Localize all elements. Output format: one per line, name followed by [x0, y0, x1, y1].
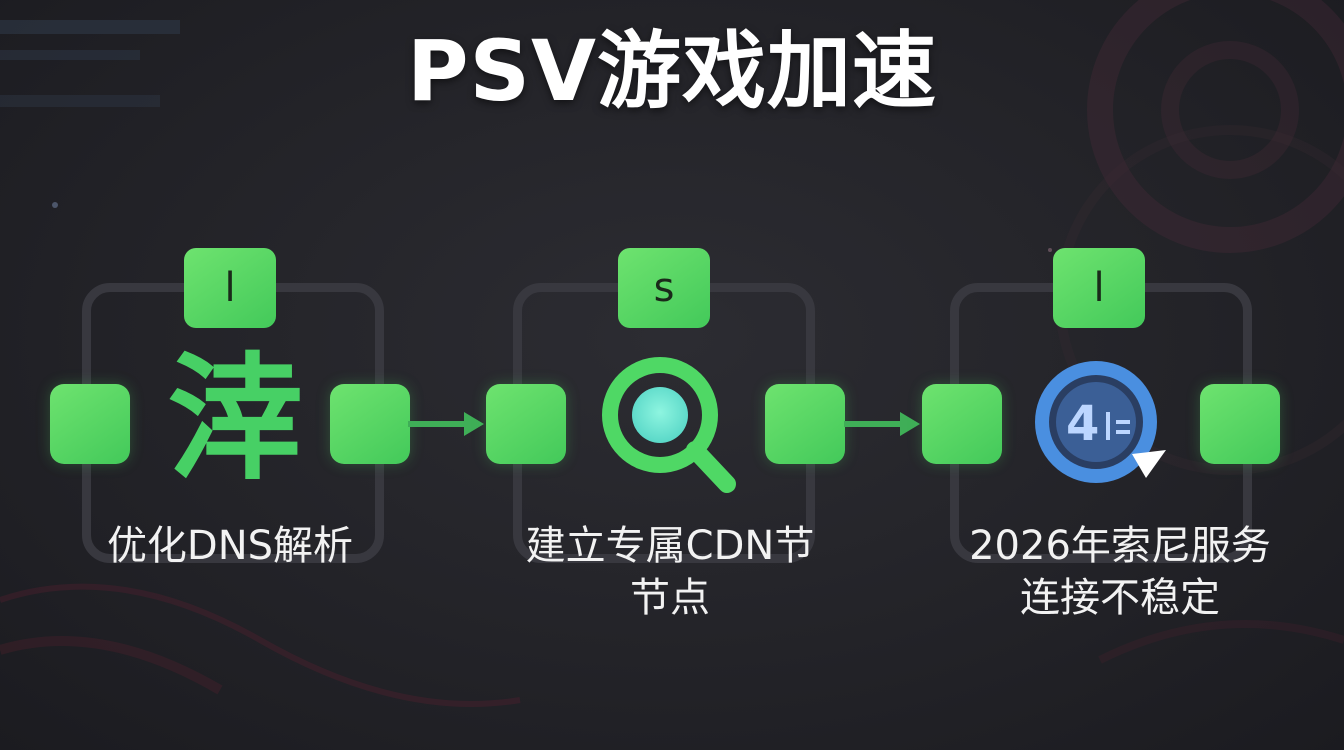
step-3-right-node: [1200, 384, 1280, 464]
step-3-left-node: [922, 384, 1002, 464]
step-1-badge: l: [184, 248, 276, 328]
step-1-label: 优化DNS解析: [60, 520, 400, 572]
step-2-left-node: [486, 384, 566, 464]
step-3-label: 2026年索尼服务 连接不稳定: [930, 520, 1310, 624]
magnifier-icon: [602, 357, 736, 493]
step-1-label-line-1: 优化DNS解析: [106, 523, 354, 569]
step-3-badge: l: [1053, 248, 1145, 328]
refresh-badge-icon: 4: [1035, 361, 1166, 483]
page-title: PSV游戏加速: [406, 22, 938, 120]
step-2-label-line-2: 节点: [630, 575, 710, 621]
step-3-label-line-2: 连接不稳定: [1020, 575, 1220, 621]
step-2-label: 建立专属CDN节 节点: [490, 520, 850, 624]
step-2-right-node: [765, 384, 845, 464]
step-1-left-node: [50, 384, 130, 464]
step-3-label-line-1: 2026年索尼服务: [969, 523, 1271, 569]
refresh-badge-text: 4: [1066, 396, 1099, 452]
step-2-label-line-1: 建立专属CDN节: [525, 523, 815, 569]
step-2-badge: s: [618, 248, 710, 328]
arrow-right-icon: [844, 412, 920, 436]
arrow-right-icon: [408, 412, 484, 436]
step-1-right-node: [330, 384, 410, 464]
kanji-icon: 涬: [167, 341, 303, 499]
